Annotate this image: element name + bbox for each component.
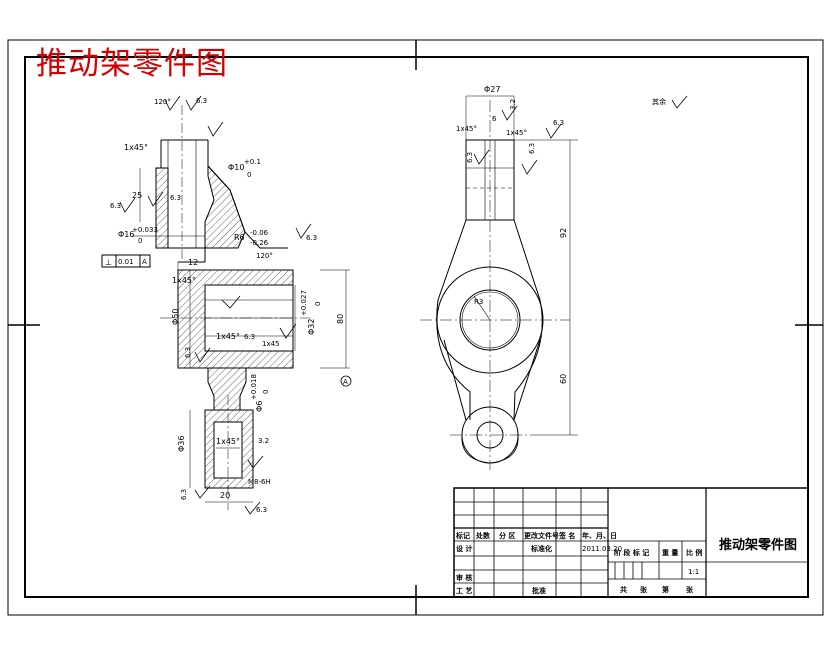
angle-120-mid: 120° (256, 252, 273, 260)
chamfer-1x45-lower: 1x45° (216, 332, 240, 341)
tb-sheet-4: 张 (686, 585, 694, 594)
dim-phi6-tol2: 0 (262, 390, 270, 394)
dim-25: 25 (132, 191, 142, 200)
dim-phi16-tol2: 0 (138, 237, 142, 245)
thread-m8: M8-6H (248, 478, 271, 486)
tb-scale: 比 例 (686, 548, 702, 557)
dim-radius: R6 (234, 233, 245, 242)
dim-phi32: Φ32 (307, 319, 316, 335)
dim-phi36: Φ36 (177, 436, 186, 452)
dim-phi6: Φ6 (255, 401, 264, 412)
roughness-6-3-f: 6.3 (184, 347, 192, 358)
title-block (453, 487, 809, 598)
dim-phi10-tol: +0.1 (244, 158, 261, 166)
side-chamfer-left: 1x45° (456, 125, 477, 133)
outer-frame (7, 39, 824, 616)
side-dim-6: 6 (492, 115, 497, 123)
tb-r1-c5: 签 名 (558, 531, 575, 540)
roughness-6-3-a: 6.3 (196, 97, 207, 105)
tb-r1-c3: 分 区 (499, 531, 515, 540)
chamfer-1x45-bottom: 1x45° (216, 437, 240, 446)
tb-r2-c4: 标准化 (530, 544, 552, 553)
tb-sheet-1: 共 (620, 585, 627, 594)
side-dim-phi27: Φ27 (484, 85, 500, 94)
angle-120-top: 120° (154, 98, 171, 106)
roughness-3-2-g: 3.2 (258, 437, 269, 445)
gdt-tolerance: 0.01 (118, 258, 134, 266)
tb-r2-c1: 设 计 (456, 544, 472, 553)
gdt-frame: ⊥ 0.01 A (101, 254, 151, 268)
datum-a: A (343, 378, 348, 386)
side-dim-92: 92 (559, 228, 568, 238)
roughness-6-3-i: 6.3 (256, 506, 267, 514)
tb-r1-c1: 标记 (455, 531, 470, 540)
chamfer-1x45-right: 1x45 (262, 340, 280, 348)
tb-r3-c1: 审 核 (456, 573, 472, 582)
tb-weight: 重 量 (662, 548, 678, 557)
dim-phi32-tol2: 0 (314, 302, 322, 306)
tb-sheet-2: 张 (640, 585, 648, 594)
dim-12: 12 (188, 258, 198, 267)
side-dim-60: 60 (559, 374, 568, 384)
tb-part-name: 推动架零件图 (719, 537, 797, 553)
side-view (420, 95, 578, 470)
tb-r2-c6: 2011.03.20 (582, 545, 622, 553)
tb-sheet-3: 第 (662, 585, 669, 594)
roughness-symbols-side (473, 95, 688, 175)
dim-phi16: Φ16 (118, 230, 134, 239)
dim-radius-tol1: -0.06 (250, 229, 269, 237)
side-roughness-b: 6.3 (553, 119, 564, 127)
tb-r1-c6: 年、月、日 (582, 531, 617, 540)
dim-radius-tol2: -0.26 (250, 239, 269, 247)
tb-stage: 阶 段 标 记 (614, 548, 649, 557)
dim-20: 20 (220, 491, 230, 500)
side-radius-label: R3 (474, 298, 483, 306)
tb-r4-c1: 工 艺 (456, 586, 472, 595)
dim-phi6-tol: +0.018 (250, 374, 258, 400)
dim-phi50: Φ50 (171, 309, 180, 325)
side-chamfer-right: 1x45° (506, 129, 527, 137)
title-block-text: 标记 处数 分 区 更改文件号 签 名 年、月、日 设 计 标准化 2011.0… (455, 531, 797, 595)
centering-marks (8, 40, 823, 615)
chamfer-1x45-mid: 1x45° (172, 276, 196, 285)
chamfer-1x45-top: 1x45° (124, 143, 148, 152)
roughness-6-3-h: 6.3 (180, 489, 188, 500)
page-title: 推动架零件图 (36, 46, 228, 82)
tb-ratio: 1:1 (688, 568, 699, 576)
tb-r4-c4: 批准 (532, 586, 546, 595)
dim-phi32-tol: +0.027 (300, 290, 308, 316)
dim-phi10: Φ10 (228, 163, 244, 172)
tb-r1-c4: 更改文件号 (524, 531, 559, 540)
dim-phi16-tol: +0.033 (132, 226, 158, 234)
roughness-6-3-e: 6.3 (244, 333, 255, 341)
roughness-6-3-b: 6.3 (110, 202, 121, 210)
roughness-6-3-d: 6.3 (306, 234, 317, 242)
tb-r1-c2: 处数 (475, 531, 491, 540)
side-roughness-c: 6.3 (466, 152, 474, 163)
inner-frame (24, 56, 809, 598)
gdt-symbol: ⊥ (105, 258, 112, 267)
roughness-symbols-front (119, 95, 352, 515)
side-roughness-a: 3.2 (509, 99, 517, 110)
front-section-view (132, 105, 350, 510)
gdt-datum: A (142, 258, 147, 266)
rest-roughness-label: 其余 (652, 97, 666, 106)
dim-80: 80 (336, 314, 345, 324)
side-roughness-d: 6.3 (528, 143, 536, 154)
roughness-6-3-c: 6.3 (170, 194, 181, 202)
dim-phi10-tol2: 0 (247, 171, 251, 179)
